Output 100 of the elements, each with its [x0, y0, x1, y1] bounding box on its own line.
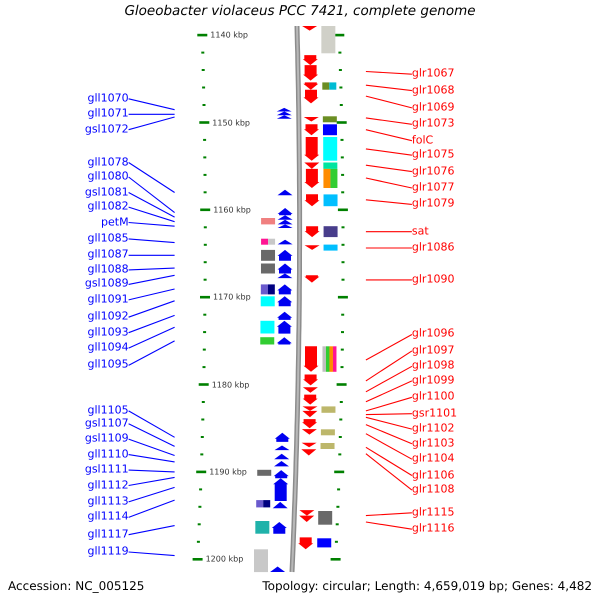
leader-line [128, 525, 175, 536]
leader-line [366, 453, 412, 491]
leader-line [366, 70, 412, 75]
leader-line [366, 117, 412, 125]
gene-label: glr1075 [412, 148, 454, 162]
leader-line [128, 192, 175, 218]
gene-label: gll1082 [88, 200, 129, 214]
leader-line [366, 177, 412, 189]
leader-line [128, 454, 175, 462]
gene-label: glr1103 [412, 437, 454, 450]
leader-line [128, 222, 175, 227]
accession-text: Accession: NC_005125 [8, 580, 144, 594]
leader-line [366, 279, 412, 280]
leader-line [366, 350, 412, 382]
map-title: Gloeobacter violaceus PCC 7421, complete genome [124, 4, 476, 20]
gene-label: gll1113 [88, 496, 129, 508]
gene-label: gll1105 [88, 404, 129, 418]
leader-line [366, 413, 412, 416]
leader-line [128, 206, 175, 222]
gene-label: gll1095 [88, 359, 129, 372]
scale-label: 1150 kbp [212, 118, 250, 128]
genome-summary-text: Topology: circular; Length: 4,659,019 bp; Genes: 4,482 [262, 580, 592, 594]
leader-line [128, 300, 175, 318]
gene-label: glr1106 [412, 469, 454, 482]
leader-line [366, 334, 412, 360]
gene-label: glr1073 [412, 118, 454, 131]
gene-label: gsl1081 [84, 186, 129, 199]
gene-label: gll1071 [88, 108, 129, 121]
gene-label: glr1067 [412, 68, 454, 81]
leader-line [128, 274, 175, 285]
leader-line [128, 438, 175, 456]
leader-line [128, 476, 175, 486]
scale-label: 1140 kbp [210, 30, 248, 40]
gene-label: glr1069 [412, 102, 454, 114]
leader-line [366, 512, 412, 516]
gene-label: sat [412, 225, 429, 238]
gene-label: glr1100 [412, 390, 454, 404]
scale-label: 1160 kbp [213, 205, 251, 214]
gene-label: glr1097 [412, 344, 454, 358]
gene-label: gsl1109 [84, 432, 129, 446]
gene-label: glr1068 [412, 84, 454, 97]
leader-line [128, 98, 175, 110]
leader-line [128, 176, 175, 214]
gene-label: gll1088 [88, 264, 129, 276]
leader-line [128, 326, 175, 349]
leader-line [128, 551, 175, 556]
gene-label: gsl1111 [84, 464, 129, 476]
leader-line [366, 164, 412, 172]
leader-line [366, 129, 412, 142]
leader-line [128, 314, 175, 334]
leader-line [128, 410, 175, 438]
gene-label: gll1094 [88, 342, 129, 354]
gene-label: glr1098 [412, 360, 454, 373]
leader-line [366, 380, 412, 402]
gene-label: glr1099 [412, 374, 454, 388]
leader-line [366, 96, 412, 108]
gene-label: gsr1101 [412, 407, 458, 420]
gene-label: gsl1107 [84, 417, 129, 430]
gene-label: glr1096 [412, 328, 454, 341]
leader-line [366, 424, 412, 444]
gene-label: glr1090 [412, 274, 454, 286]
scale-label: 1170 kbp [213, 292, 251, 302]
leader-line [366, 416, 412, 430]
gene-label: gll1070 [88, 92, 129, 106]
leader-line [366, 521, 412, 530]
leader-line [128, 500, 175, 518]
gene-label: glr1108 [412, 484, 454, 496]
leader-line [128, 238, 175, 244]
gene-label: gll1110 [88, 448, 129, 461]
leader-line [366, 247, 412, 249]
gene-label: gsl1089 [84, 278, 129, 291]
scale-label: 1200 kbp [206, 554, 244, 564]
gene-label: glr1077 [412, 182, 454, 194]
leader-line [128, 423, 175, 447]
leader-line [366, 199, 412, 205]
leader-line [366, 446, 412, 476]
leader-line [366, 148, 412, 156]
gene-label: glr1116 [412, 522, 454, 536]
leader-line [128, 288, 175, 300]
gene-label: glr1104 [412, 452, 454, 466]
gene-label: gll1112 [88, 479, 129, 492]
leader-line [366, 366, 412, 392]
gene-label: gll1085 [88, 232, 129, 246]
leader-line [128, 114, 175, 115]
gene-label: gll1093 [88, 326, 129, 339]
leader-line [366, 231, 412, 232]
gene-label: gll1114 [88, 511, 129, 524]
leader-line [366, 433, 412, 460]
gene-label: glr1086 [412, 242, 454, 254]
gene-label: gll1117 [88, 528, 129, 541]
scale-label: 1180 kbp [212, 380, 250, 390]
gene-label: glr1076 [412, 165, 454, 178]
gene-label: petM [101, 216, 129, 229]
gene-label: gll1080 [88, 170, 129, 184]
gene-label: gll1087 [88, 249, 129, 262]
gene-label: gll1091 [88, 294, 129, 306]
gene-label: gsl1072 [84, 123, 129, 136]
gene-label: glr1115 [412, 506, 454, 520]
leader-line [128, 254, 175, 256]
scale-label: 1190 kbp [209, 467, 247, 476]
